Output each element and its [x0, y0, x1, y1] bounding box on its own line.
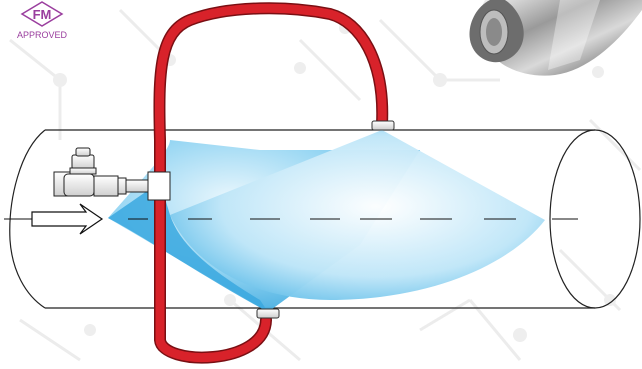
flow-direction-arrow-icon — [32, 204, 102, 234]
solenoid-valve-icon — [54, 148, 170, 200]
nozzle-product-photo — [469, 0, 642, 76]
spray-nozzle-bottom-icon — [257, 309, 279, 318]
spray-nozzle-icon — [372, 121, 394, 130]
approved-caption: APPROVED — [17, 30, 68, 40]
fm-mark: FM — [33, 7, 52, 22]
fm-approved-badge: FM APPROVED — [17, 2, 68, 40]
